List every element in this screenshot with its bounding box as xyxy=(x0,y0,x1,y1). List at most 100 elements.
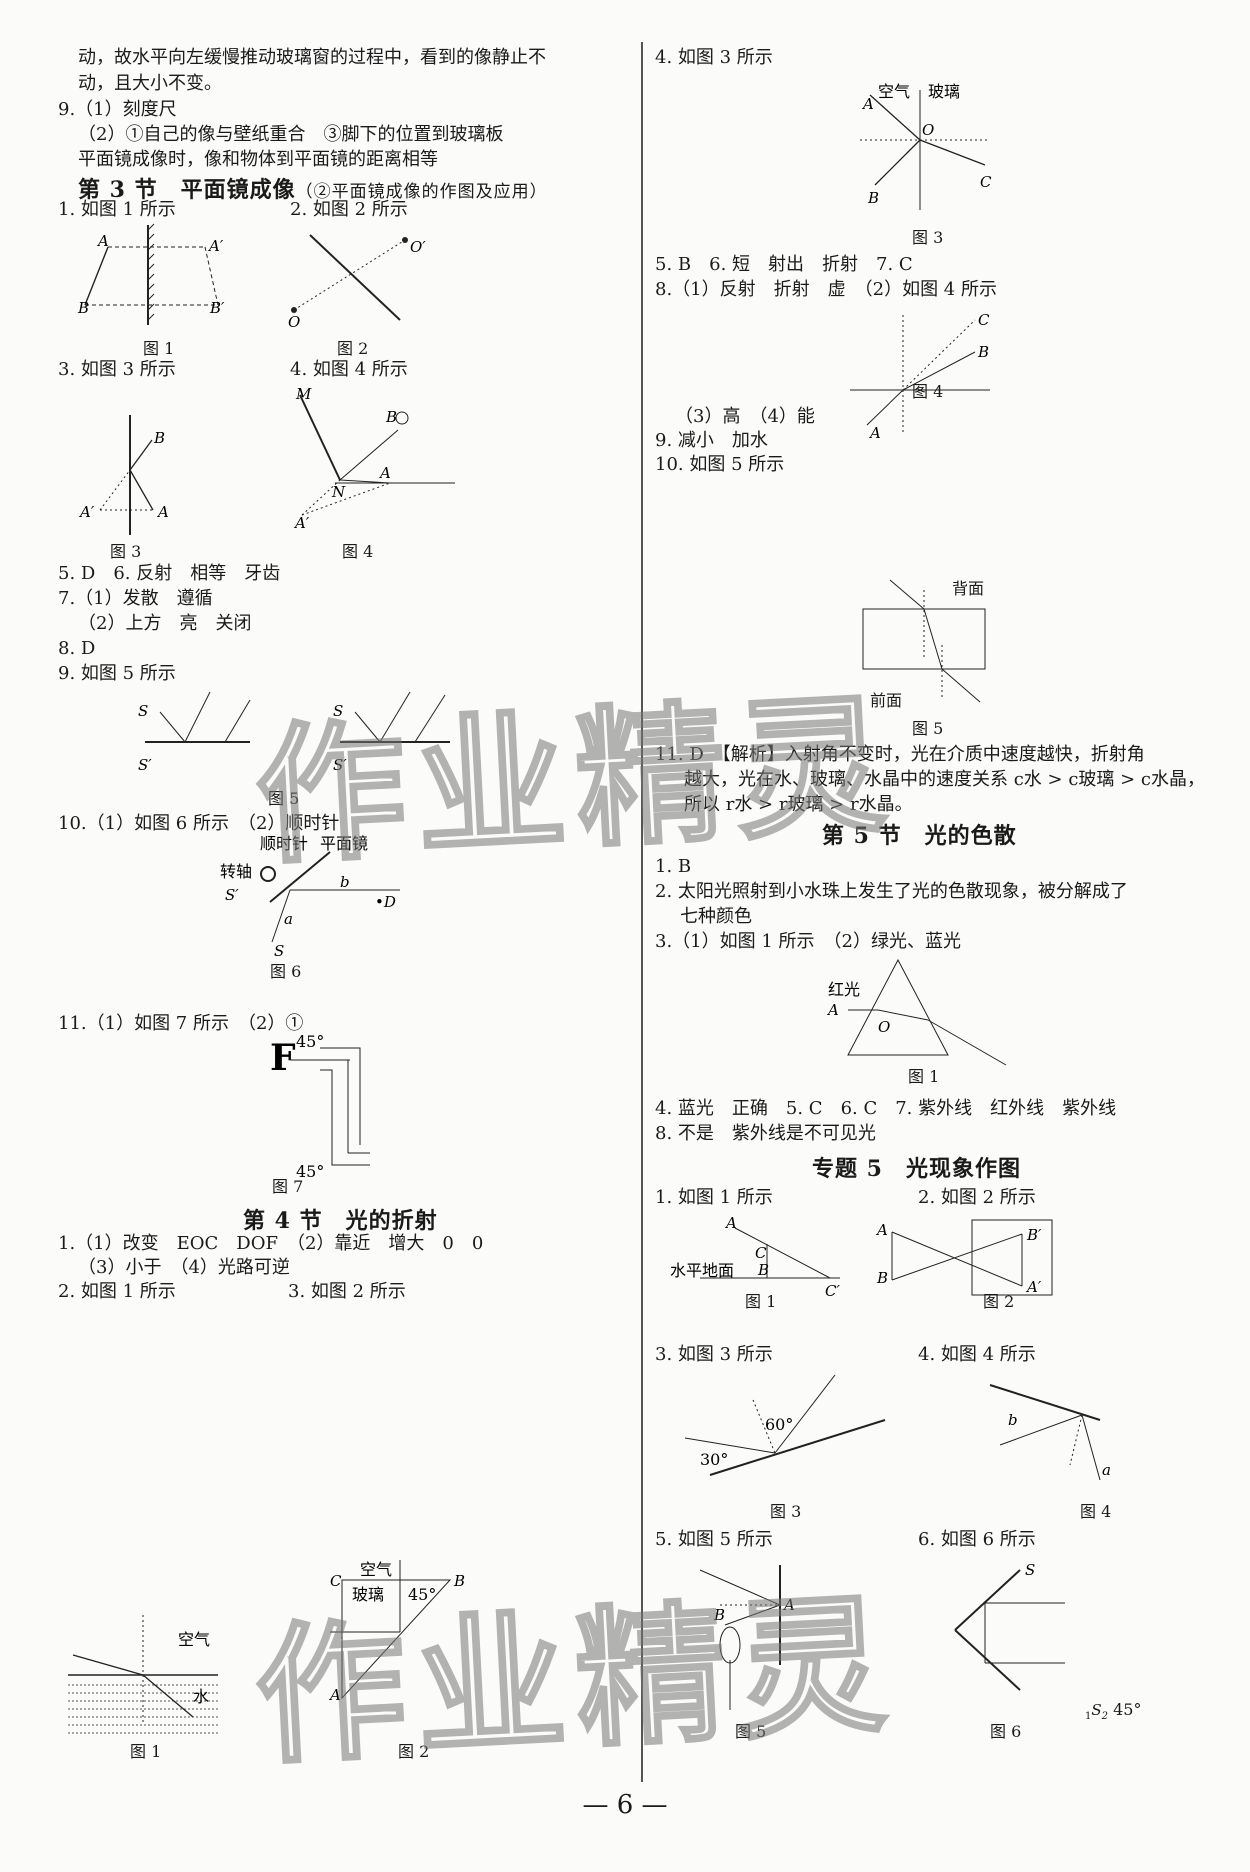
r-q11-l3: 所以 r水 > r玻璃 > r水晶。 xyxy=(684,794,913,815)
svg-text:A′: A′ xyxy=(78,503,95,521)
column-divider xyxy=(641,42,643,1782)
r-q11-l2: 越大，光在水、玻璃、水晶中的速度关系 c水 > c玻璃 > c水晶， xyxy=(684,769,1206,790)
s3-fig3-caption: 图 3 xyxy=(110,542,142,561)
r-fig5-label-back: 背面 xyxy=(952,579,985,598)
fig7-angle-bottom: 45° xyxy=(296,1162,324,1181)
svg-text:B: B xyxy=(713,1606,725,1624)
s4-fig1-caption: 图 1 xyxy=(130,1742,162,1761)
svg-text:F: F xyxy=(270,1037,296,1079)
svg-text:A: A xyxy=(378,464,391,482)
t5-fig3-caption: 图 3 xyxy=(770,1502,802,1521)
t5-fig4-caption: 图 4 xyxy=(1080,1502,1112,1521)
t5-fig3-angle-60: 60° xyxy=(765,1415,793,1434)
r-fig4-caption: 图 4 xyxy=(912,382,944,401)
svg-text:转: 转 xyxy=(220,862,236,881)
s3-q9: 9. 如图 5 所示 xyxy=(58,663,176,684)
section-3-heading: 第 3 节 平面镜成像（②平面镜成像的作图及应用） xyxy=(78,172,548,204)
s3-fig1-caption: 图 1 xyxy=(143,339,175,358)
r-fig3-label-glass: 玻璃 xyxy=(928,82,960,101)
watermark-lower: 作业精灵 xyxy=(250,1577,901,1787)
svg-text:b: b xyxy=(340,873,350,891)
svg-text:A′: A′ xyxy=(1025,1278,1042,1296)
t5-q2: 2. 如图 2 所示 xyxy=(918,1187,1036,1208)
s4-fig1-label-air: 空气 xyxy=(178,1630,210,1649)
t5-q3: 3. 如图 3 所示 xyxy=(655,1344,773,1365)
svg-text:A: A xyxy=(782,1596,795,1614)
s3-fig6-caption: 图 6 xyxy=(270,962,302,981)
t5-q6: 6. 如图 6 所示 xyxy=(918,1529,1036,1550)
s4-fig2-caption: 图 2 xyxy=(398,1742,430,1761)
r-q5-7: 5. B 6. 短 射出 折射 7. C xyxy=(655,254,913,275)
t5-q5: 5. 如图 5 所示 xyxy=(655,1529,773,1550)
svg-text:b: b xyxy=(1008,1411,1018,1429)
answer-q9-l3: 平面镜成像时，像和物体到平面镜的距离相等 xyxy=(78,149,438,170)
s4-fig2-label-glass: 玻璃 xyxy=(352,1585,384,1604)
svg-text:M: M xyxy=(295,385,312,403)
s3-q4: 4. 如图 4 所示 xyxy=(290,359,408,380)
s5-q2-l2: 七种颜色 xyxy=(680,906,752,927)
svg-text:S′: S′ xyxy=(333,756,347,774)
s3-figure-3: B A′ A xyxy=(78,410,200,544)
t5-q4: 4. 如图 4 所示 xyxy=(918,1344,1036,1365)
s5-fig1-caption: 图 1 xyxy=(908,1067,940,1086)
svg-text:B: B xyxy=(77,299,89,317)
s4-q1-l1: 1.（1）改变 EOC DOF （2）靠近 增大 0 0 xyxy=(58,1233,484,1254)
s5-fig1-label-red: 红光 xyxy=(828,980,860,999)
svg-text:S′: S′ xyxy=(225,886,239,904)
s4-fig2-label-air: 空气 xyxy=(360,1560,392,1579)
svg-text:A: A xyxy=(156,503,169,521)
topic-5-heading: 专题 5 光现象作图 xyxy=(812,1156,1021,1182)
t5-fig5-caption: 图 5 xyxy=(735,1722,767,1741)
r-q4: 4. 如图 3 所示 xyxy=(655,47,773,68)
r-q9: 9. 减小 加水 xyxy=(655,430,768,451)
section-3-title: 第 3 节 平面镜成像 xyxy=(78,177,296,203)
svg-text:B: B xyxy=(867,189,879,207)
svg-text:S: S xyxy=(274,942,284,960)
section-5-heading: 第 5 节 光的色散 xyxy=(822,823,1017,849)
r-q8b: （3）高 （4）能 xyxy=(675,406,815,427)
svg-text:A: A xyxy=(96,232,109,250)
r-q11-l1: 11. D 【解析】入射角不变时，光在介质中速度越快，折射角 xyxy=(655,744,1145,765)
svg-text:O: O xyxy=(878,1018,890,1036)
svg-text:A′: A′ xyxy=(293,514,310,532)
s3-q3: 3. 如图 3 所示 xyxy=(58,359,176,380)
s5-q1: 1. B xyxy=(655,856,692,877)
fig7-angle-top: 45° xyxy=(296,1032,324,1051)
svg-text:B: B xyxy=(453,1572,465,1590)
svg-text:S: S xyxy=(138,702,148,720)
svg-text:A: A xyxy=(875,1221,888,1239)
svg-text:B: B xyxy=(153,429,165,447)
section-4-heading: 第 4 节 光的折射 xyxy=(243,1208,438,1234)
s3-q5-6: 5. D 6. 反射 相等 牙齿 xyxy=(58,563,281,584)
s5-figure-1: A O 红光 xyxy=(826,958,1028,1066)
s3-q8: 8. D xyxy=(58,638,96,659)
s4-fig1-label-water: 水 xyxy=(193,1687,209,1706)
continued-text-line-2: 动，且大小不变。 xyxy=(78,73,222,94)
r-fig5-label-front: 前面 xyxy=(870,691,903,710)
svg-text:a: a xyxy=(1102,1461,1111,1479)
continued-text-line-1: 动，故水平向左缓慢推动玻璃窗的过程中，看到的像静止不 xyxy=(78,47,546,68)
s3-q1: 1. 如图 1 所示 xyxy=(58,199,176,220)
svg-text:C: C xyxy=(978,311,990,329)
svg-text:B: B xyxy=(977,343,989,361)
t5-fig2-caption: 图 2 xyxy=(983,1292,1015,1311)
s5-q2-l1: 2. 太阳光照射到小水珠上发生了光的色散现象，被分解成了 xyxy=(655,881,1128,902)
svg-text:B: B xyxy=(757,1261,769,1279)
svg-text:S′: S′ xyxy=(138,756,152,774)
section-3-subtitle: （②平面镜成像的作图及应用） xyxy=(295,182,548,202)
s4-q1-l2: （3）小于 （4）光路可逆 xyxy=(78,1257,290,1278)
page-number: — 6 — xyxy=(582,1790,668,1820)
svg-text:O′: O′ xyxy=(410,238,426,256)
s4-q3: 3. 如图 2 所示 xyxy=(288,1281,406,1302)
svg-text:A: A xyxy=(724,1214,737,1232)
svg-text:A: A xyxy=(826,1001,839,1019)
s3-q10: 10.（1）如图 6 所示 （2）顺时针 xyxy=(58,813,340,834)
